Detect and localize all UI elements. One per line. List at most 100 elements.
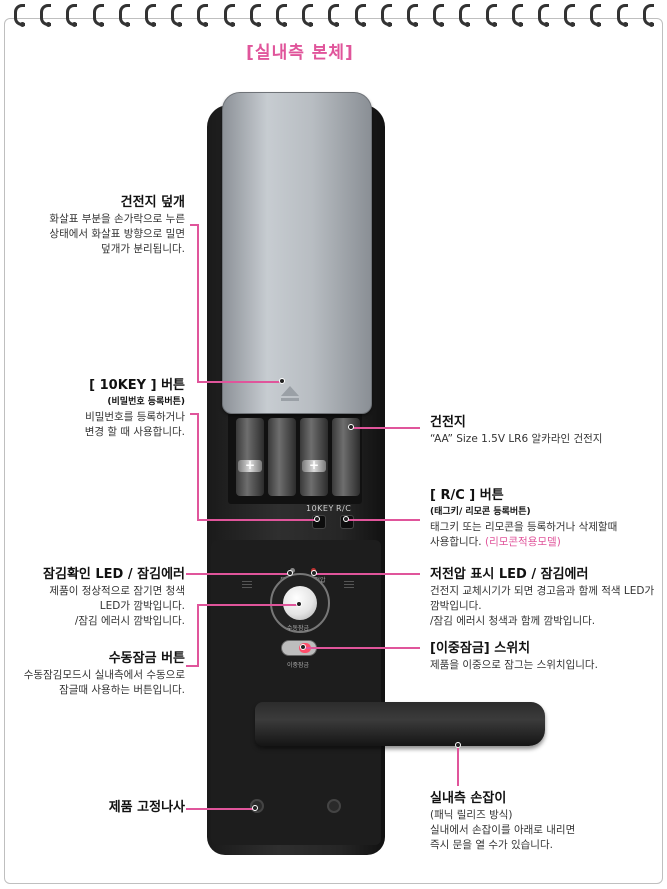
spiral-ring: [171, 4, 183, 27]
leader-line: [346, 519, 420, 521]
leader-line: [303, 647, 420, 649]
battery-3: [300, 418, 328, 496]
spiral-ring: [511, 4, 523, 27]
leader-line: [457, 746, 459, 786]
callout-dot: [300, 644, 306, 650]
callout-double-lock: [이중잠금] 스위치 제품을 이중으로 잠그는 스위치입니다.: [430, 640, 660, 673]
callout-dot: [279, 378, 285, 384]
callout-heading: 제품 고정나사: [108, 800, 185, 815]
spiral-ring: [197, 4, 209, 27]
remote-model-note: (리모콘적용모델): [484, 536, 561, 548]
spiral-ring: [328, 4, 340, 27]
callout-line: 실내에서 손잡이를 아래로 내리면: [430, 824, 576, 836]
speaker-grille: [344, 580, 354, 588]
spiral-binding: [0, 0, 667, 30]
fix-screw: [327, 799, 341, 813]
callout-dot: [348, 424, 354, 430]
callout-line: “AA” Size 1.5V LR6 알카라인 건전지: [430, 433, 603, 445]
callout-heading: 건전지: [430, 415, 466, 430]
spiral-ring: [249, 4, 261, 27]
callout-line: 수동잠김모드시 실내측에서 수동으로: [23, 669, 185, 681]
page-title: [실내측 본체]: [246, 43, 354, 63]
callout-dot: [252, 805, 258, 811]
plus-icon: +: [309, 458, 320, 472]
spiral-ring: [92, 4, 104, 27]
callout-heading: 건전지 덮개: [120, 195, 185, 210]
speaker-grille: [242, 580, 252, 588]
callout-line: 제품을 이중으로 잠그는 스위치입니다.: [430, 659, 598, 671]
callout-heading: 저전압 표시 LED / 잠김에러: [430, 567, 589, 582]
battery-1: [236, 418, 264, 496]
spiral-ring: [459, 4, 471, 27]
leader-line: [190, 224, 198, 226]
spiral-ring: [616, 4, 628, 27]
callout-lock-led: 잠김확인 LED / 잠김에러 제품이 정상적으로 잠기면 청색 LED가 깜박…: [10, 566, 185, 629]
battery-2: [268, 418, 296, 496]
leader-line: [197, 604, 199, 667]
callout-heading: [ R/C ] 버튼: [430, 488, 504, 503]
leader-line: [197, 519, 315, 521]
spiral-ring: [145, 4, 156, 27]
switch-label: 이중잠금: [287, 662, 310, 669]
spiral-ring: [538, 4, 549, 27]
leader-line: [197, 224, 199, 382]
spiral-ring: [485, 4, 497, 27]
battery-4: [332, 418, 360, 496]
callout-dot: [287, 570, 293, 576]
interior-handle[interactable]: [255, 702, 545, 746]
rc-label: R/C: [336, 504, 352, 513]
callout-dot: [311, 570, 317, 576]
callout-line: 화살표 부분을 손가락으로 누른: [49, 213, 185, 225]
spiral-ring: [223, 4, 235, 27]
callout-line: 덮개가 분리됩니다.: [101, 243, 185, 255]
battery-cap: [302, 460, 326, 472]
arrow-base-icon: [281, 398, 299, 401]
callout-dot: [296, 601, 302, 607]
callout-dot: [314, 516, 320, 522]
callout-line: /잠김 에러시 청색과 함께 깜박입니다.: [430, 615, 596, 627]
spiral-ring: [642, 4, 654, 27]
spiral-ring: [433, 4, 445, 27]
battery-cover[interactable]: [222, 92, 372, 414]
leader-line: [186, 573, 290, 575]
callout-battery-cover: 건전지 덮개 화살표 부분을 손가락으로 누른 상태에서 화살표 방향으로 밀면…: [10, 194, 185, 257]
spiral-ring: [380, 4, 392, 27]
spiral-ring: [40, 4, 52, 27]
callout-sub: (태그키/ 리모콘 등록버튼): [430, 507, 531, 517]
arrow-up-icon: [281, 386, 299, 396]
leader-line: [190, 413, 198, 415]
spiral-ring: [407, 4, 418, 27]
callout-line: 제품이 정상적으로 잠기면 청색: [49, 585, 185, 597]
leader-line: [186, 808, 254, 810]
callout-line: 태그키 또는 리모콘을 등록하거나 삭제할때: [430, 521, 618, 533]
spiral-ring: [302, 4, 314, 27]
leader-line: [197, 413, 199, 520]
callout-line: LED가 깜박입니다.: [99, 600, 185, 612]
tenkey-label: 10KEY: [306, 504, 334, 513]
leader-line: [352, 427, 420, 429]
spiral-ring: [276, 4, 287, 27]
callout-battery: 건전지 “AA” Size 1.5V LR6 알카라인 건전지: [430, 414, 660, 447]
callout-line: 즉시 문을 열 수가 있습니다.: [430, 839, 553, 851]
battery-cap: [238, 460, 262, 472]
leader-line: [314, 573, 420, 575]
callout-rc: [ R/C ] 버튼 (태그키/ 리모콘 등록버튼) 태그키 또는 리모콘을 등…: [430, 487, 660, 550]
spiral-ring: [590, 4, 602, 27]
callout-line: 변경 할 때 사용합니다.: [84, 426, 185, 438]
callout-heading: 실내측 손잡이: [430, 791, 507, 806]
callout-sub: (비밀번호 등록버튼): [107, 397, 185, 407]
callout-line: 깜박입니다.: [430, 600, 482, 612]
leader-line: [197, 381, 281, 383]
callout-line: 사용합니다.: [430, 536, 485, 548]
spiral-ring: [354, 4, 366, 27]
plus-icon: +: [245, 458, 256, 472]
callout-line: (패닉 릴리즈 방식): [430, 809, 513, 821]
spiral-ring: [14, 4, 25, 27]
spiral-ring: [564, 4, 576, 27]
callout-handle: 실내측 손잡이 (패닉 릴리즈 방식) 실내에서 손잡이를 아래로 내리면 즉시…: [430, 790, 660, 853]
callout-tenkey: [ 10KEY ] 버튼 (비밀번호 등록버튼) 비밀번호를 등록하거나 변경 …: [10, 377, 185, 440]
callout-line: /잠김 에러시 깜박입니다.: [74, 615, 185, 627]
leader-line: [186, 665, 198, 667]
knob-label: 수동잠금: [287, 625, 310, 632]
callout-dot: [343, 516, 349, 522]
